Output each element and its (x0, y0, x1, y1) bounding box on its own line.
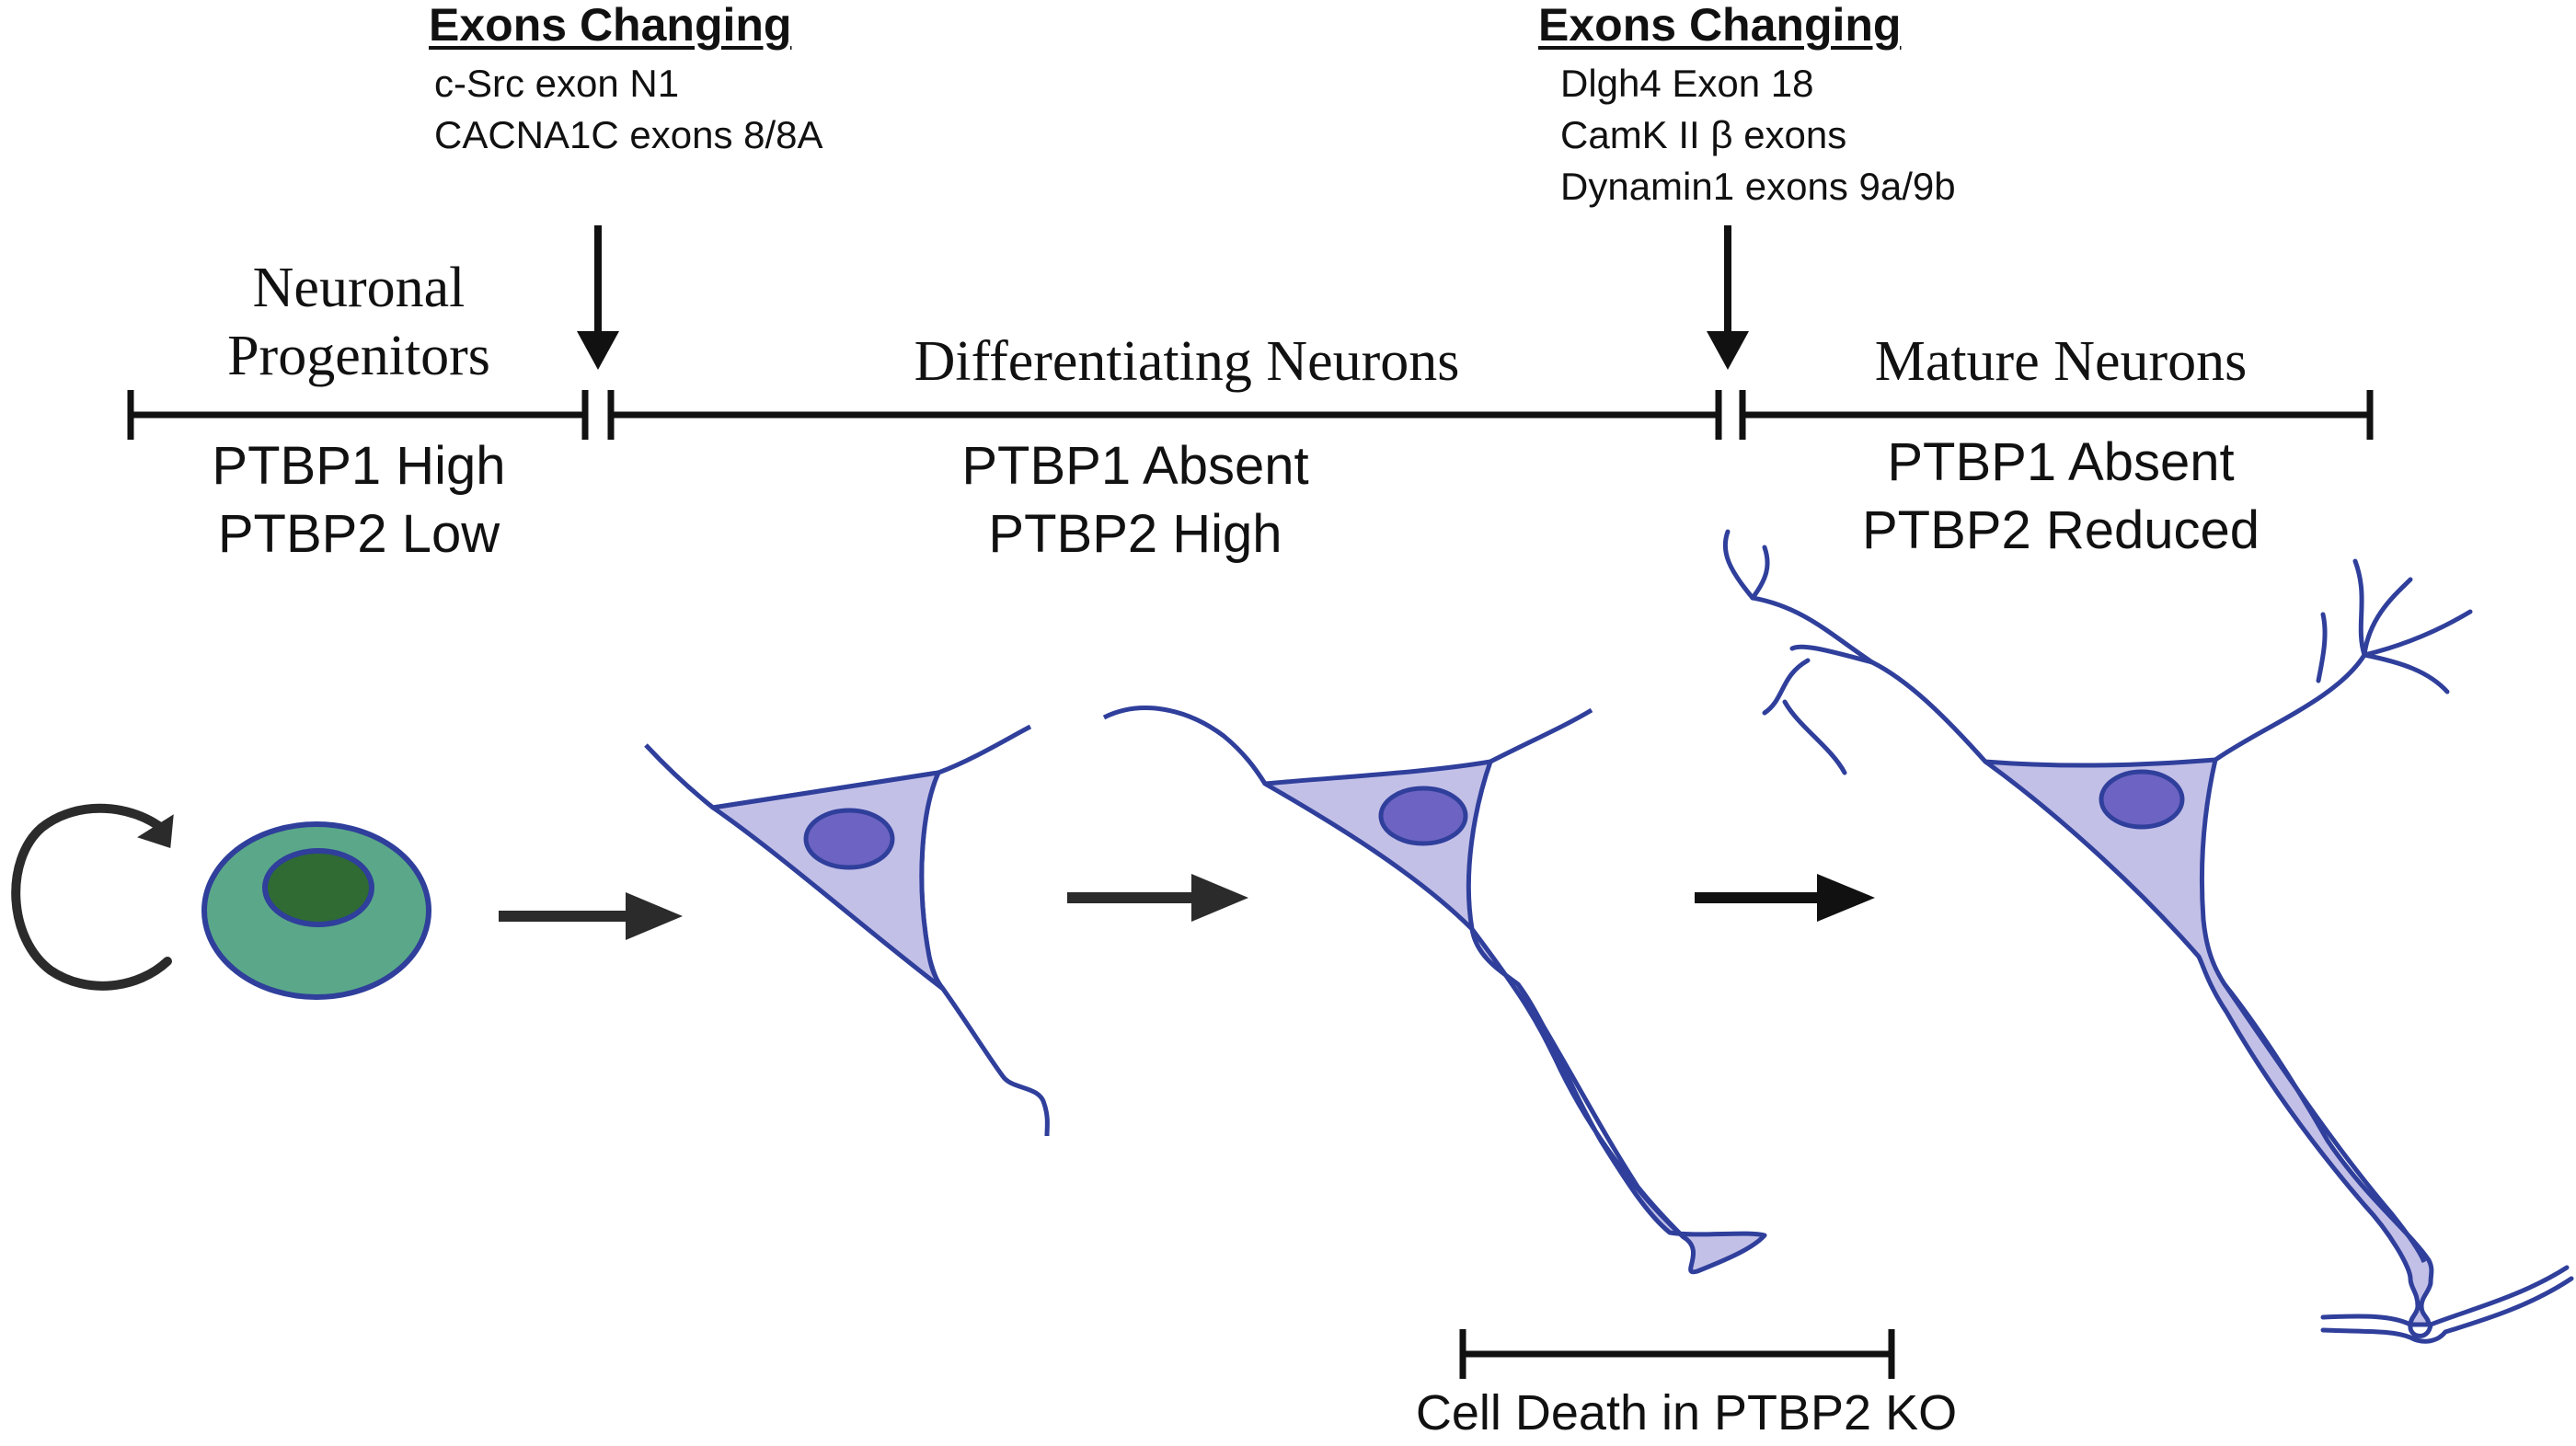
exon-item-dynamin1: Dynamin1 exons 9a/9b (1560, 165, 1956, 208)
stage-mature-ptbp1-level: PTBP1 Absent (1887, 432, 2235, 492)
stage-differentiating-ptbp2-level: PTBP2 High (988, 504, 1282, 564)
stage-name-differentiating: Differentiating Neurons (914, 330, 1460, 393)
early-neuron (644, 724, 1050, 1137)
stage-name-progenitors-line1: Neuronal (252, 257, 466, 319)
timeline-bar-mature (1739, 390, 2374, 440)
mature-neuron (1722, 529, 2574, 1344)
stage-progenitors-ptbp1-level: PTBP1 High (212, 436, 506, 496)
stage-name-mature: Mature Neurons (1874, 330, 2248, 393)
exon-item-dlgh4: Dlgh4 Exon 18 (1560, 62, 1814, 105)
progression-arrow-1 (499, 892, 683, 940)
down-arrow-1 (577, 225, 619, 370)
progression-arrow-2 (1067, 874, 1248, 922)
down-arrow-2 (1707, 225, 1749, 370)
exon-item-c-src: c-Src exon N1 (434, 62, 680, 105)
timeline-bar-progenitors (127, 390, 589, 440)
exon-item-camkii: CamK II β exons (1560, 113, 1847, 156)
timeline-bar-differentiating (607, 390, 1722, 440)
cell-death-bracket (1459, 1329, 1895, 1379)
exons-heading-1: Exons Changing (429, 0, 792, 51)
progression-arrow-3 (1695, 874, 1875, 922)
stage-mature-ptbp2-level: PTBP2 Reduced (1861, 500, 2260, 560)
exon-item-cacna1c: CACNA1C exons 8/8A (434, 113, 823, 156)
cell-death-label: Cell Death in PTBP2 KO (1415, 1385, 1958, 1440)
stage-name-progenitors-line2: Progenitors (227, 325, 490, 387)
exons-heading-2: Exons Changing (1538, 0, 1902, 51)
stage-progenitors-ptbp2-level: PTBP2 Low (217, 504, 500, 564)
self-renewal-arrow-icon (11, 803, 174, 991)
differentiating-neuron (1102, 706, 1767, 1275)
progenitor-cell (201, 821, 431, 1000)
stage-differentiating-ptbp1-level: PTBP1 Absent (961, 436, 1309, 496)
